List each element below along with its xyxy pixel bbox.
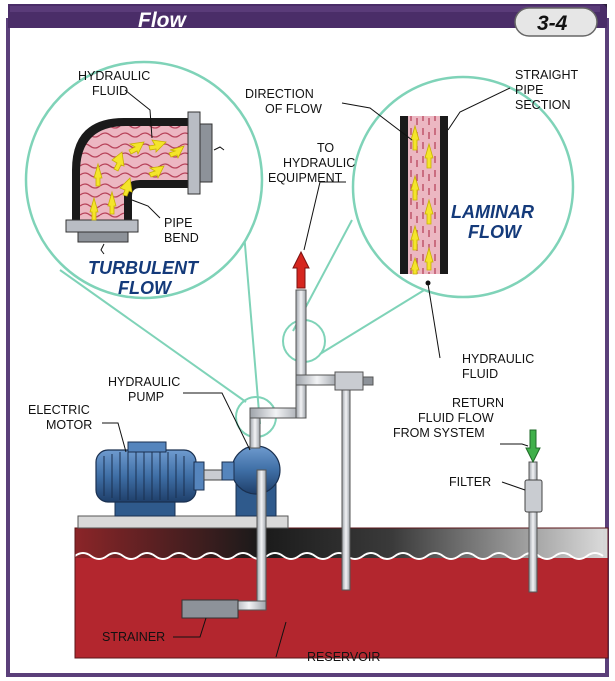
label-to-equipment-1: TO <box>317 141 334 155</box>
label-pipe-bend-1: PIPE <box>164 216 193 230</box>
label-hydraulic-pump-2: PUMP <box>128 390 164 404</box>
label-hydraulic-fluid-top-2: FLUID <box>92 84 128 98</box>
label-straight-pipe-2: PIPE <box>515 83 544 97</box>
figure-number-badge <box>514 7 598 37</box>
filter <box>524 479 543 513</box>
label-return-flow-3: FROM SYSTEM <box>393 426 485 440</box>
label-pipe-bend-2: BEND <box>164 231 199 245</box>
label-hydraulic-fluid-right-2: FLUID <box>462 367 498 381</box>
return-flow-arrow <box>525 429 541 464</box>
label-hydraulic-fluid-right-1: HYDRAULIC <box>462 352 534 366</box>
label-direction-of-flow-2: OF FLOW <box>265 102 322 116</box>
label-strainer: STRAINER <box>102 630 165 644</box>
electric-motor <box>95 441 223 517</box>
base-plate <box>77 515 289 529</box>
label-reservoir: RESERVOIR <box>307 650 380 664</box>
label-return-flow-2: FLUID FLOW <box>418 411 494 425</box>
label-to-equipment-3: EQUIPMENT <box>268 171 343 185</box>
strainer <box>181 599 239 619</box>
label-turbulent-1: TURBULENT <box>88 258 200 278</box>
label-direction-of-flow-1: DIRECTION <box>245 87 314 101</box>
header-title: Flow <box>138 9 187 32</box>
diagram-labels: HYDRAULIC FLUID PIPE BEND TURBULENT FLOW… <box>28 68 579 664</box>
hydraulic-pump <box>221 445 281 517</box>
label-filter: FILTER <box>449 475 491 489</box>
laminar-flow-inset <box>341 75 575 359</box>
piping <box>231 289 538 611</box>
to-equipment-arrow <box>292 250 310 289</box>
turbulent-flow-inset <box>24 60 264 300</box>
label-laminar-1: LAMINAR <box>451 202 534 222</box>
label-straight-pipe-3: SECTION <box>515 98 571 112</box>
label-return-flow-1: RETURN <box>452 396 504 410</box>
header-bar: Flow 3-4 <box>8 4 607 37</box>
label-hydraulic-fluid-top-1: HYDRAULIC <box>78 69 150 83</box>
label-to-equipment-2: HYDRAULIC <box>283 156 355 170</box>
label-electric-motor-2: MOTOR <box>46 418 92 432</box>
label-turbulent-2: FLOW <box>118 278 173 298</box>
label-laminar-2: FLOW <box>468 222 523 242</box>
label-electric-motor-1: ELECTRIC <box>28 403 90 417</box>
label-straight-pipe-1: STRAIGHT <box>515 68 579 82</box>
label-hydraulic-pump-1: HYDRAULIC <box>108 375 180 389</box>
label-leaders <box>102 181 529 658</box>
figure-number: 3-4 <box>537 12 568 35</box>
